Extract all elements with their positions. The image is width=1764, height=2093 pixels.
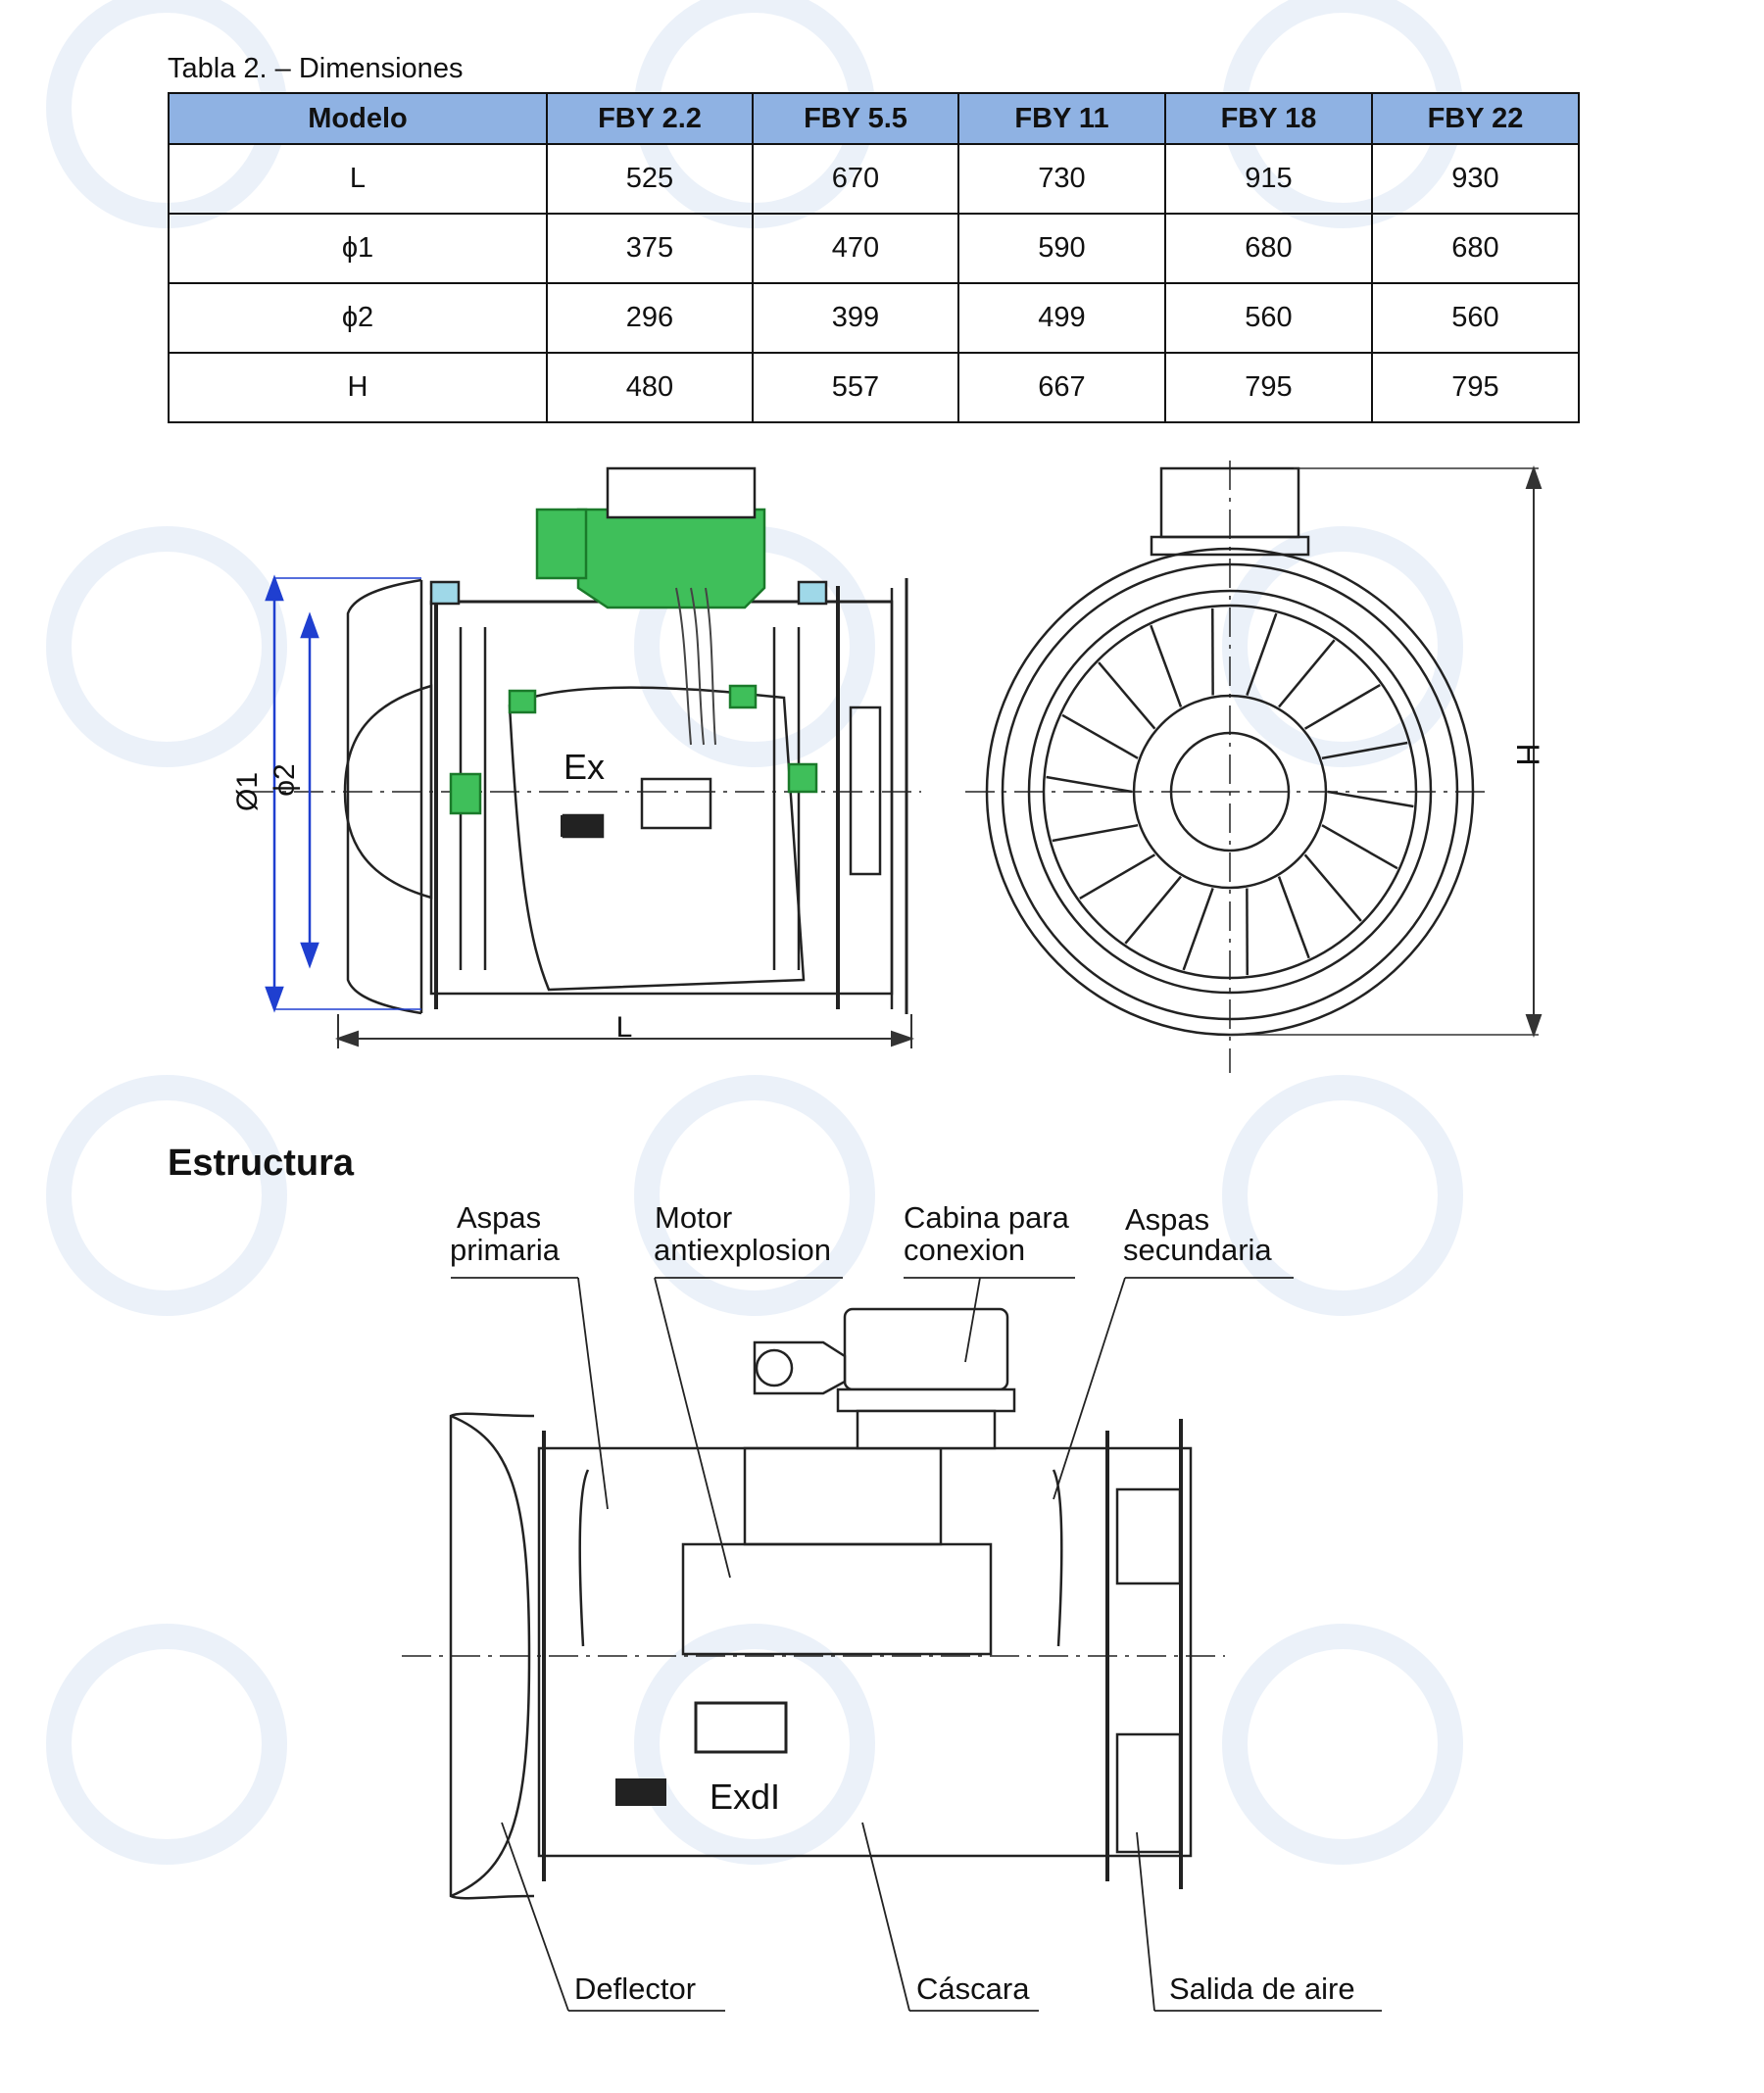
- blade-line: [1277, 876, 1310, 959]
- side-ex-mark: Ex: [564, 747, 605, 787]
- header-cell: FBY 22: [1371, 92, 1580, 145]
- table-cell: ϕ1: [168, 213, 548, 284]
- blade-line: [1327, 790, 1414, 808]
- table-row: ϕ1 375 470 590 680 680: [168, 213, 1580, 284]
- blade-line: [1246, 612, 1278, 696]
- table-cell: 375: [546, 213, 754, 284]
- front-blades: [1046, 608, 1414, 976]
- table-cell: 730: [957, 143, 1166, 215]
- table-row: L 525 670 730 915 930: [168, 143, 1580, 215]
- table-header-row: Modelo FBY 2.2 FBY 5.5 FBY 11 FBY 18 FBY…: [168, 92, 1580, 145]
- junction-box: [429, 466, 828, 815]
- table-cell: 915: [1164, 143, 1373, 215]
- table-cell: H: [168, 352, 548, 423]
- table-cell: 499: [957, 282, 1166, 354]
- table-cell: 525: [546, 143, 754, 215]
- table-cell: 296: [546, 282, 754, 354]
- fan-side-view: [245, 578, 921, 1015]
- header-cell: FBY 18: [1164, 92, 1373, 145]
- blade-line: [1098, 661, 1156, 730]
- table-cell: 667: [957, 352, 1166, 423]
- cable-bundle: [675, 587, 716, 746]
- blade-line: [1321, 824, 1398, 870]
- dimension-H-line: [1230, 464, 1543, 1039]
- table-cell: L: [168, 143, 548, 215]
- table-cell: 930: [1371, 143, 1580, 215]
- table-cell: ϕ2: [168, 282, 548, 354]
- blade-line: [1052, 823, 1139, 843]
- table-cell: 480: [546, 352, 754, 423]
- side-cert-plate: [561, 815, 604, 837]
- table-cell: 560: [1371, 282, 1580, 354]
- table-cell: 557: [752, 352, 959, 423]
- table-row: H 480 557 667 795 795: [168, 352, 1580, 423]
- blade-line: [1046, 775, 1133, 794]
- blade-line: [1321, 741, 1408, 760]
- blade-line: [1278, 639, 1336, 708]
- table-caption: Tabla 2. – Dimensiones: [168, 53, 464, 84]
- blade-line: [1079, 853, 1156, 900]
- header-cell: Modelo: [168, 92, 548, 145]
- blade-line: [1303, 853, 1362, 922]
- table-cell: 470: [752, 213, 959, 284]
- dimension-lines: [265, 574, 421, 1013]
- dimension-L-line: [334, 1014, 915, 1048]
- dim-L-label: L: [616, 1011, 633, 1044]
- dimensions-table: Modelo FBY 2.2 FBY 5.5 FBY 11 FBY 18 FBY…: [168, 92, 1580, 423]
- table-cell: 399: [752, 282, 959, 354]
- blade-line: [1182, 888, 1214, 971]
- header-cell: FBY 2.2: [546, 92, 754, 145]
- section-title: Estructura: [168, 1143, 355, 1184]
- table-row: ϕ2 296 399 499 560 560: [168, 282, 1580, 354]
- table-cell: 670: [752, 143, 959, 215]
- blade-line: [1150, 624, 1183, 707]
- table-cell: 560: [1164, 282, 1373, 354]
- blade-line: [1061, 713, 1139, 759]
- dim-phi1-label: Ø1: [231, 772, 264, 811]
- fan-front-view: [965, 461, 1490, 1073]
- blade-line: [1303, 683, 1381, 730]
- dim-phi2-label: ϕ2: [269, 763, 301, 797]
- table-cell: 795: [1371, 352, 1580, 423]
- table-cell: 680: [1371, 213, 1580, 284]
- table-cell: 680: [1164, 213, 1373, 284]
- table-cell: 590: [957, 213, 1166, 284]
- table-cell: 795: [1164, 352, 1373, 423]
- dim-H-label: H: [1510, 743, 1545, 765]
- blade-line: [1124, 875, 1182, 945]
- header-cell: FBY 5.5: [752, 92, 959, 145]
- header-cell: FBY 11: [957, 92, 1166, 145]
